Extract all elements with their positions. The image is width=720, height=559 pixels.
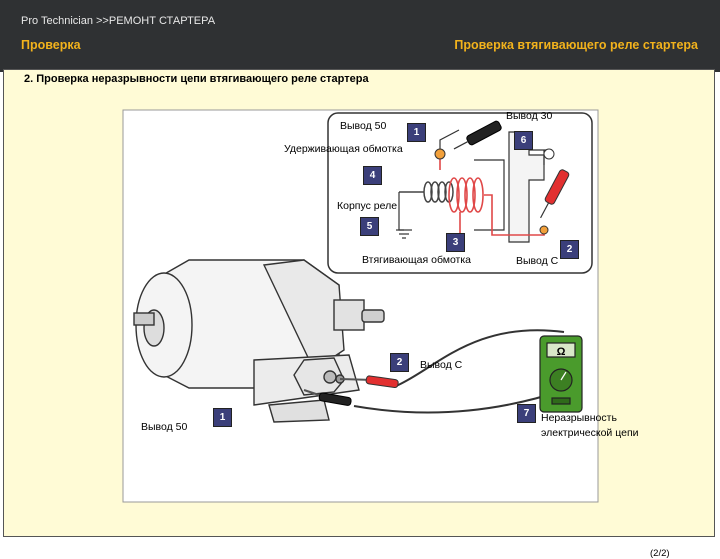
label-relay-body: Корпус реле: [337, 200, 398, 212]
probe-red: [365, 375, 399, 389]
label-hold-coil: Удерживающая обмотка: [284, 143, 403, 155]
label-terminal-c-inset: Вывод С: [516, 255, 559, 267]
marker-1-inset: 1: [407, 123, 426, 142]
label-terminal-50-inset: Вывод 50: [340, 120, 387, 132]
app-title: Pro Technician >>РЕМОНТ СТАРТЕРА: [21, 15, 216, 27]
marker-6: 6: [514, 131, 533, 150]
header-bar: Pro Technician >>РЕМОНТ СТАРТЕРА Проверк…: [0, 0, 720, 72]
page-indicator: (2/2): [650, 548, 670, 559]
marker-5: 5: [360, 217, 379, 236]
probe-black: [318, 392, 352, 406]
marker-2: 2: [390, 353, 409, 372]
label-terminal-50: Вывод 50: [141, 421, 188, 433]
multimeter: Ω: [539, 335, 583, 413]
label-terminal-30: Вывод 30: [506, 110, 553, 122]
inset-diagram: [327, 112, 593, 274]
svg-text:Ω: Ω: [557, 346, 566, 358]
label-terminal-c: Вывод С: [420, 359, 463, 371]
label-continuity: Неразрывность электрической цепи: [541, 412, 639, 439]
subtitle: 2. Проверка неразрывности цепи втягивающ…: [24, 73, 369, 85]
marker-7: 7: [517, 404, 536, 423]
starter-motor: [133, 259, 385, 423]
marker-3: 3: [446, 233, 465, 252]
page-title: Проверка втягивающего реле стартера: [454, 38, 698, 52]
marker-2-inset: 2: [560, 240, 579, 259]
section-title: Проверка: [21, 38, 81, 52]
starter-diagram: Ω: [122, 109, 599, 503]
content-panel: Ω: [3, 69, 715, 559]
marker-1: 1: [213, 408, 232, 427]
marker-4: 4: [363, 166, 382, 185]
label-pull-coil: Втягивающая обмотка: [362, 254, 472, 266]
